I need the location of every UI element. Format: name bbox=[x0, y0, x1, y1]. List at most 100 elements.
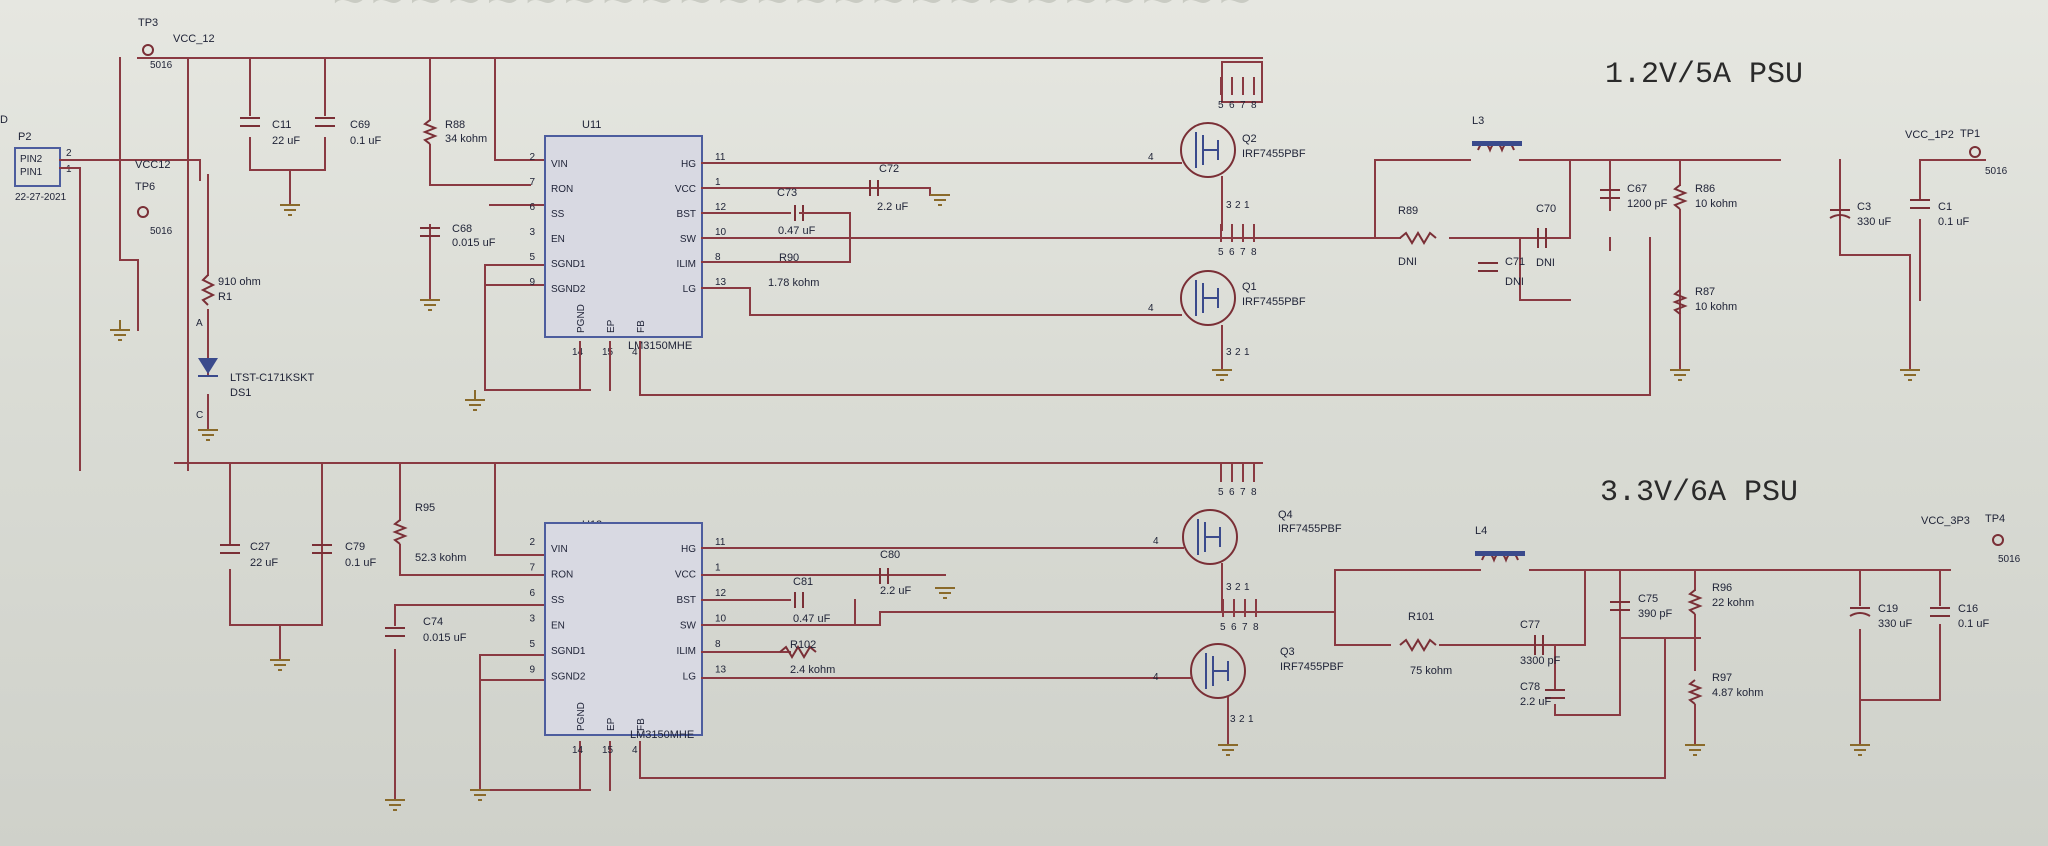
c80-ref: C80 bbox=[880, 549, 900, 561]
u12-pin-num-1: 1 bbox=[715, 563, 721, 574]
u11-pin-vin: VIN bbox=[551, 159, 568, 170]
u11-pin-num-5: 5 bbox=[529, 252, 535, 263]
q3-symbol bbox=[1190, 643, 1246, 699]
mosfet-q1[interactable]: Q1 IRF7455PBF bbox=[1180, 270, 1306, 326]
u12-pin-en: EN bbox=[551, 621, 565, 632]
c73-ref: C73 bbox=[777, 187, 797, 199]
c1-value: 0.1 uF bbox=[1938, 216, 1969, 228]
u12-pin-num-13: 13 bbox=[715, 665, 727, 676]
c3-ref: C3 bbox=[1857, 201, 1871, 213]
tp3[interactable]: TP3 5016 bbox=[138, 17, 173, 71]
c69-value: 0.1 uF bbox=[350, 135, 381, 147]
mosfet-drain-pin-6: 6 bbox=[1229, 487, 1235, 498]
u11-pin-num-6: 6 bbox=[529, 202, 535, 213]
c70-plates bbox=[1537, 228, 1547, 248]
u12-pin-sgnd1: SGND1 bbox=[551, 646, 586, 657]
q3-ref: Q3 bbox=[1280, 646, 1295, 658]
mosfet-gate-pin: 4 bbox=[1153, 536, 1159, 547]
r89-value: DNI bbox=[1398, 256, 1417, 268]
led-indicator: 910 ohm R1 A LTST-C171KSKT DS1 C bbox=[196, 174, 314, 441]
u11-body bbox=[544, 135, 703, 338]
r88-ref: R88 bbox=[445, 119, 465, 131]
u12-pin-sw: SW bbox=[680, 621, 697, 632]
r97-ref: R97 bbox=[1712, 672, 1732, 684]
r87-value: 10 kohm bbox=[1695, 301, 1737, 313]
r95-resistor bbox=[392, 519, 408, 545]
connector-p2[interactable]: D P2 PIN2 PIN1 22-27-2021 2 1 bbox=[0, 114, 72, 203]
c79-value: 0.1 uF bbox=[345, 557, 376, 569]
u11-pin-bst: BST bbox=[677, 209, 696, 220]
q4-part: IRF7455PBF bbox=[1278, 523, 1342, 535]
c16-value: 0.1 uF bbox=[1958, 618, 1989, 630]
c1-ref: C1 bbox=[1938, 201, 1952, 213]
r88-value: 34 kohm bbox=[445, 133, 487, 145]
c11-ground bbox=[280, 204, 300, 216]
u11-pin-hg: HG bbox=[681, 159, 696, 170]
mosfet-drain-pin-5: 5 bbox=[1218, 487, 1224, 498]
tp6-part: 5016 bbox=[150, 226, 173, 237]
p2-part: 22-27-2021 bbox=[15, 192, 67, 203]
r90-value: 1.78 kohm bbox=[768, 277, 819, 289]
tp4[interactable]: TP4 5016 bbox=[1985, 513, 2021, 565]
q2-ref: Q2 bbox=[1242, 133, 1257, 145]
p2-ref: P2 bbox=[18, 131, 31, 143]
bottom-grounds bbox=[1218, 744, 1870, 756]
r101-ref: R101 bbox=[1408, 611, 1434, 623]
mosfet-gate-pin: 4 bbox=[1153, 672, 1159, 683]
tp1-symbol bbox=[1969, 146, 1981, 158]
r96-r97-resistors bbox=[1687, 589, 1703, 705]
u11-pin-num-15: 15 bbox=[602, 347, 614, 358]
bst-loop bbox=[789, 187, 931, 263]
c68-plates bbox=[420, 227, 440, 237]
psu2-title: 3.3V/6A PSU bbox=[1600, 476, 1798, 510]
c27-ref: C27 bbox=[250, 541, 270, 553]
tp6[interactable]: TP6 5016 bbox=[135, 181, 173, 237]
u12-pin-num-7: 7 bbox=[529, 563, 535, 574]
u11-pin-fb: FB bbox=[636, 320, 647, 333]
led-diode bbox=[198, 358, 218, 374]
l3-core bbox=[1472, 141, 1522, 146]
net-vcc-1p2: VCC_1P2 bbox=[1905, 129, 1954, 141]
u12-pin-num-4: 4 bbox=[632, 745, 638, 756]
tp4-ref: TP4 bbox=[1985, 513, 2005, 525]
mosfet-source-pin-2: 2 bbox=[1235, 200, 1241, 211]
u11-pin-ss: SS bbox=[551, 209, 565, 220]
tp4-part: 5016 bbox=[1998, 554, 2021, 565]
c72-ref: C72 bbox=[879, 163, 899, 175]
c16-ref: C16 bbox=[1958, 603, 1978, 615]
u11-pin-ilim: ILIM bbox=[677, 259, 696, 270]
c11-value: 22 uF bbox=[272, 135, 300, 147]
u12-pin-bst: BST bbox=[677, 595, 696, 606]
c77-value: 3300 pF bbox=[1520, 655, 1561, 667]
r101-value: 75 kohm bbox=[1410, 665, 1452, 677]
c77-plates bbox=[1534, 635, 1544, 655]
mosfet-q4[interactable]: Q4 IRF7455PBF bbox=[1182, 509, 1342, 565]
tp3-part: 5016 bbox=[150, 60, 173, 71]
mosfet-drain-pin-8: 8 bbox=[1253, 622, 1259, 633]
tp1[interactable]: TP1 5016 bbox=[1960, 128, 2008, 177]
mosfet-q3[interactable]: Q3 IRF7455PBF bbox=[1190, 643, 1344, 699]
u12-pin-num-2: 2 bbox=[529, 537, 535, 548]
mosfet-drain-pin-7: 7 bbox=[1240, 247, 1246, 258]
mosfet-drain-pin-5: 5 bbox=[1218, 247, 1224, 258]
u11-ref: U11 bbox=[582, 119, 601, 131]
u11-pin-ep: EP bbox=[606, 319, 617, 333]
p2-pin1-label: PIN1 bbox=[20, 167, 43, 178]
l4-core bbox=[1475, 551, 1525, 556]
net-vcc-3p3: VCC_3P3 bbox=[1921, 515, 1970, 527]
r95-value: 52.3 kohm bbox=[415, 552, 466, 564]
r89-resistor bbox=[1399, 231, 1437, 245]
u11-pin-num-13: 13 bbox=[715, 277, 727, 288]
mosfet-source-pin-1: 1 bbox=[1244, 582, 1250, 593]
u11-pin-vcc: VCC bbox=[675, 184, 696, 195]
bottom-left-grounds bbox=[270, 659, 490, 811]
c69-ref: C69 bbox=[350, 119, 370, 131]
q1-symbol bbox=[1180, 270, 1236, 326]
led-ground bbox=[198, 429, 218, 441]
top-output-grounds bbox=[1670, 369, 1920, 381]
